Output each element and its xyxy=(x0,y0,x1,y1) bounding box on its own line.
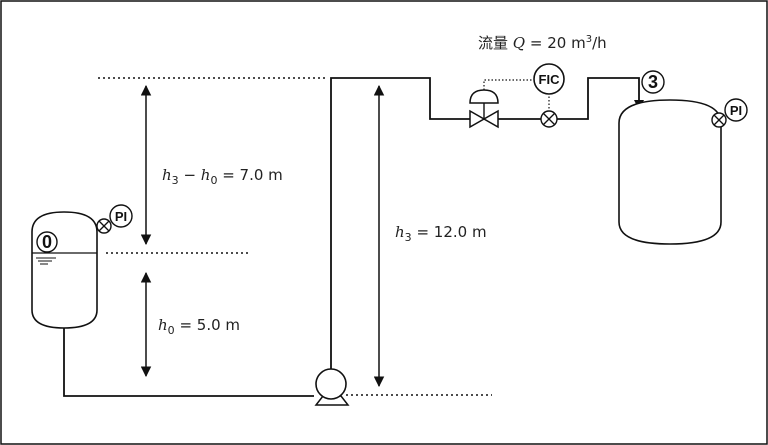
pressure-indicator-tank-0 xyxy=(109,204,133,228)
label-h3-minus-h0: h3 − h0 = 7.0 m xyxy=(162,166,283,187)
suction-pipe xyxy=(63,328,314,397)
discharge-pipe-to-tank-3 xyxy=(557,77,640,120)
control-valve-icon xyxy=(482,109,499,129)
tank-0 xyxy=(31,211,98,329)
control-valve-icon xyxy=(469,109,486,129)
pressure-indicator-tank-3 xyxy=(724,98,748,122)
pressure-indicator-label: PI xyxy=(730,103,742,118)
discharge-pipe xyxy=(330,77,470,369)
tank-0-id: 0 xyxy=(42,232,52,252)
valve-actuator-icon xyxy=(469,89,499,104)
pump-icon xyxy=(315,368,347,400)
label-h3: h3 = 12.0 m xyxy=(395,223,487,244)
valve-cross-line xyxy=(98,220,110,232)
tank-3-id-circle xyxy=(641,70,665,94)
pressure-indicator-label: PI xyxy=(115,209,127,224)
flow-controller xyxy=(533,63,565,95)
label-h0: h0 = 5.0 m xyxy=(158,316,240,337)
valve-cross-line xyxy=(713,114,725,126)
flow-rate-label: 流量 Q = 20 m3/h xyxy=(478,34,607,52)
valve-cross-line xyxy=(542,112,556,126)
flow-controller-label: FIC xyxy=(539,72,561,87)
control-signal-line xyxy=(483,79,534,90)
tank-3 xyxy=(618,99,722,245)
tank-0-id-circle xyxy=(36,231,58,253)
tank-3-id: 3 xyxy=(648,72,658,92)
